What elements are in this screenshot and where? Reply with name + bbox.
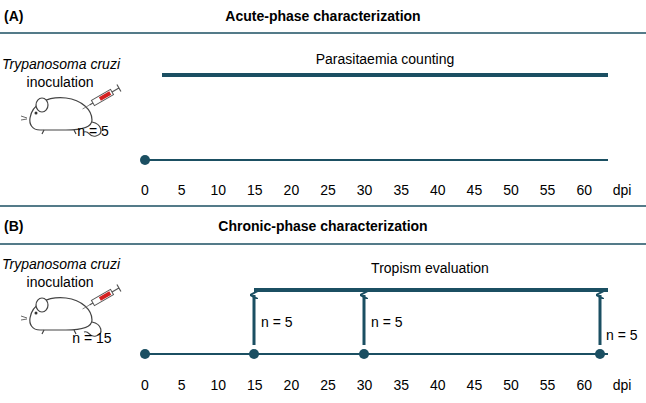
axis-tick: 60 bbox=[576, 377, 592, 394]
axis-tick: 45 bbox=[467, 182, 483, 199]
organism-name: Trypanosoma cruzi bbox=[2, 256, 120, 273]
bar-label: Tropism evaluation bbox=[371, 260, 489, 277]
panel-title: Acute-phase characterization bbox=[225, 8, 420, 25]
organism-name: Trypanosoma cruzi bbox=[2, 56, 120, 73]
axis-tick: 35 bbox=[393, 377, 409, 394]
axis-tick: 50 bbox=[503, 377, 519, 394]
bar-label: Parasitaemia counting bbox=[316, 51, 455, 68]
axis-tick: 5 bbox=[178, 377, 186, 394]
axis-tick: 45 bbox=[467, 377, 483, 394]
sample-size: n = 5 bbox=[261, 314, 293, 331]
axis-tick: 0 bbox=[141, 377, 149, 394]
axis-tick: 5 bbox=[178, 182, 186, 199]
axis-tick: 35 bbox=[393, 182, 409, 199]
axis-tick: 40 bbox=[430, 377, 446, 394]
sample-size: n = 15 bbox=[72, 330, 111, 347]
panel-letter: (A) bbox=[4, 8, 23, 25]
axis-tick: 15 bbox=[247, 377, 263, 394]
panel-letter: (B) bbox=[4, 218, 23, 235]
axis-unit: dpi bbox=[613, 377, 632, 394]
axis-tick: 10 bbox=[210, 182, 226, 199]
axis-tick: 60 bbox=[576, 182, 592, 199]
axis-tick: 10 bbox=[210, 377, 226, 394]
axis-tick: 55 bbox=[540, 182, 556, 199]
axis-tick: 15 bbox=[247, 182, 263, 199]
axis-tick: 20 bbox=[284, 182, 300, 199]
axis-tick: 50 bbox=[503, 182, 519, 199]
inoculation-label: inoculation bbox=[27, 274, 94, 291]
axis-tick: 30 bbox=[357, 377, 373, 394]
axis-tick: 30 bbox=[357, 182, 373, 199]
sample-size: n = 5 bbox=[371, 314, 403, 331]
panel-title: Chronic-phase characterization bbox=[218, 218, 427, 235]
axis-tick: 25 bbox=[320, 377, 336, 394]
axis-tick: 40 bbox=[430, 182, 446, 199]
axis-tick: 25 bbox=[320, 182, 336, 199]
axis-tick: 55 bbox=[540, 377, 556, 394]
axis-tick: 20 bbox=[284, 377, 300, 394]
sample-size: n = 5 bbox=[606, 327, 638, 344]
axis-tick: 0 bbox=[141, 182, 149, 199]
inoculation-label: inoculation bbox=[27, 74, 94, 91]
axis-unit: dpi bbox=[613, 182, 632, 199]
sample-size: n = 5 bbox=[77, 123, 109, 140]
